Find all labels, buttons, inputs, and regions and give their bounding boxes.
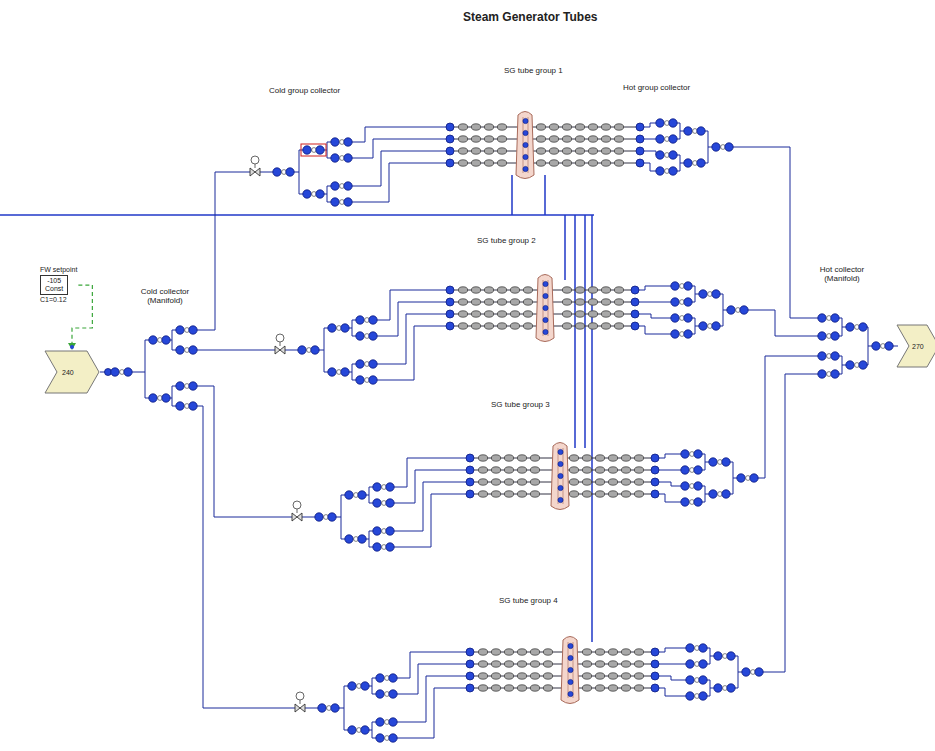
block-value: -105 bbox=[45, 277, 63, 285]
arrow-head bbox=[68, 343, 76, 350]
block-caption: C1=0.12 bbox=[40, 296, 67, 304]
part-label: SG tube group 4 bbox=[498, 596, 559, 605]
constant-box: -105Const bbox=[40, 275, 68, 295]
chevron-outline bbox=[45, 351, 99, 393]
boundary-chevron: 240 bbox=[44, 350, 100, 394]
chevron-outline bbox=[897, 325, 935, 367]
block-heading: FW setpoint bbox=[40, 266, 77, 274]
signal-connector bbox=[68, 285, 92, 350]
block-value: Const bbox=[45, 285, 63, 293]
volume-number: 240 bbox=[62, 369, 74, 376]
part-label: Cold collector (Manifold) bbox=[132, 287, 198, 305]
part-label: Cold group collector bbox=[268, 86, 341, 95]
boundary-chevron: 270 bbox=[896, 324, 935, 368]
part-label: Hot group collector bbox=[622, 83, 691, 92]
volume-number: 270 bbox=[912, 343, 924, 350]
part-label: Hot collector (Manifold) bbox=[812, 265, 872, 283]
part-label: SG tube group 1 bbox=[503, 66, 564, 75]
signal-port bbox=[70, 345, 74, 349]
signal-line bbox=[72, 285, 92, 344]
part-label: SG tube group 2 bbox=[476, 236, 537, 245]
part-label: SG tube group 3 bbox=[490, 400, 551, 409]
constant-block: FW setpoint-105ConstC1=0.12 bbox=[40, 266, 77, 304]
diagram-title: Steam Generator Tubes bbox=[463, 10, 597, 24]
